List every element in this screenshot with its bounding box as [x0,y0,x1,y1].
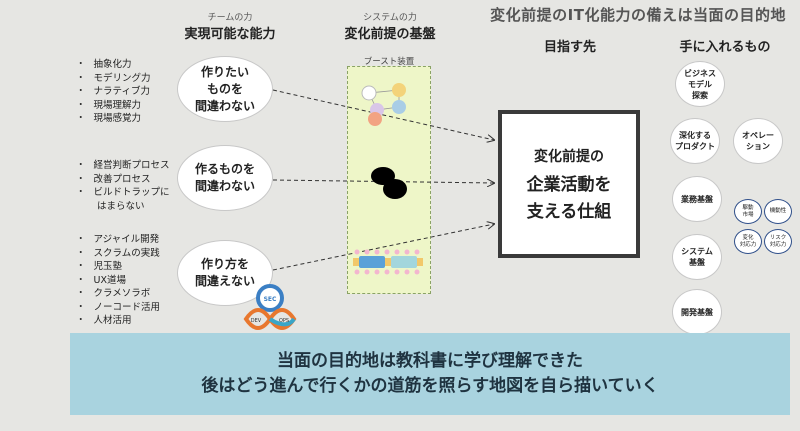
list-item: 抽象化力 [76,58,151,72]
small-circle-agility: 機動性 [764,199,792,224]
gain-business-model: ビジネス モデル 探索 [675,61,725,107]
small-circle-market: 駆動 市場 [734,199,762,224]
list-item: モデリング力 [76,72,151,86]
list-item: 改善プロセス [76,173,170,187]
network-nodes-icon [361,83,406,126]
goal-line-3: 支える仕組 [526,202,612,222]
goal-box: 変化前提の 企業活動を 支える仕組 [498,110,640,258]
conveyor-icon [353,249,423,275]
list-item: アジャイル開発 [76,233,160,247]
list-item: スクラムの実践 [76,247,160,261]
banner-line-2: 後はどう進んで行くかの道筋を照らす地図を自ら描いていく [201,376,659,396]
capability-circle-3: 作り方を 間違えない [177,240,273,306]
list-item: 経営判断プロセス [76,159,170,173]
conclusion-banner: 当面の目的地は教科書に学び理解できた 後はどう進んで行くかの道筋を照らす地図を自… [70,333,790,415]
small-circle-change: 変化 対応力 [734,229,762,254]
bullet-list-2: 経営判断プロセス 改善プロセス ビルドトラップに はまらない [76,159,170,213]
list-item: UX道場 [76,274,160,288]
list-item: クラメソラボ [76,287,160,301]
system-column-sub: システムの力 [363,13,417,23]
capability-circle-2: 作るものを 間違わない [177,145,273,211]
gain-dev-base: 開発基盤 [672,289,722,335]
boost-label: ブースト装置 [363,57,415,67]
team-column-head: 実現可能な能力 [184,27,276,42]
arrow-2 [272,180,494,183]
bullet-list-3: アジャイル開発 スクラムの実践 児玉塾 UX道場 クラメソラボ ノーコード活用 … [76,233,161,328]
target-column-head: 目指す先 [543,40,596,55]
gain-system-base: システム 基盤 [672,234,722,280]
list-item: 現場理解力 [76,99,151,113]
gain-column-head: 手に入れるもの [679,40,771,55]
list-item: はまらない [97,200,145,212]
list-item: 人材活用 [76,314,160,328]
goal-line-1: 変化前提の [534,149,604,165]
list-item: 児玉塾 [76,260,160,274]
list-item: 現場感覚力 [76,112,151,126]
banner-line-1: 当面の目的地は教科書に学び理解できた [277,351,583,371]
bullet-list-1: 抽象化力 モデリング力 ナラティブ力 現場理解力 現場感覚力 [76,58,151,126]
devops-dev-label: DEV [251,318,262,324]
devops-sec-label: SEC [264,296,277,303]
arrow-1 [272,89,494,140]
goal-line-2: 企業活動を [526,175,612,195]
arrow-3 [272,224,494,271]
devops-ops-label: OPS [279,318,289,324]
list-item: ノーコード活用 [76,301,161,315]
system-column-head: 変化前提の基盤 [344,27,436,42]
slide-title: 変化前提のIT化能力の備えは当面の目的地 [490,6,786,24]
gain-operation: オペレー ション [733,118,783,164]
gain-business-base: 業務基盤 [672,176,722,222]
team-column-sub: チームの力 [207,13,253,23]
boost-illustrations [353,83,423,275]
black-blobs-icon [371,167,407,199]
small-circle-risk: リスク 対応力 [764,229,792,254]
gain-product: 深化する プロダクト [670,118,720,164]
capability-circle-1: 作りたい ものを 間違わない [177,56,273,122]
devops-logo-icon: SEC DEV OPS [243,284,297,330]
list-item: ナラティブ力 [76,85,151,99]
list-item: ビルドトラップに [76,186,170,200]
